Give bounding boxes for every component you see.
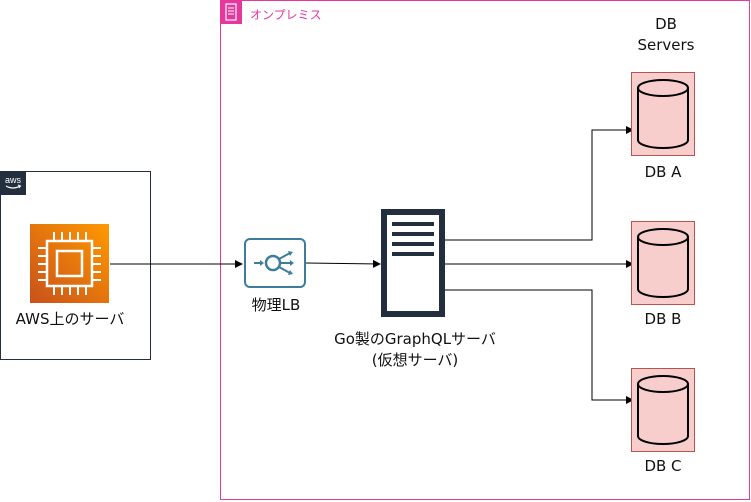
db-b-label: DB B [644,310,682,328]
load-balancer-icon [244,238,306,288]
onprem-group-label: オンプレミス [250,8,322,22]
aws-badge-text: aws [5,175,22,185]
lb-label: 物理LB [251,296,301,314]
server-icon [381,209,445,317]
server-rack-icon [220,0,242,24]
graphql-server-label-line1: Go製のGraphQLサーバ [334,330,496,348]
database-icon [633,370,693,450]
graphql-server-label-line2: (仮想サーバ) [371,351,459,369]
aws-logo-icon: aws [0,171,26,195]
db-servers-title: DB Servers [616,14,716,56]
db-a-label: DB A [644,163,682,181]
db-servers-title-line2: Servers [637,36,695,54]
db-c-label: DB C [644,457,682,475]
database-icon [633,223,693,303]
ec2-instance-icon [30,224,109,303]
aws-group [0,171,151,360]
aws-server-label: AWS上のサーバ [15,310,125,328]
edge-graphql-to-db-c [445,289,634,404]
graphql-server-label: Go製のGraphQLサーバ (仮想サーバ) [300,329,530,371]
database-icon [633,74,693,154]
onprem-group [220,0,750,500]
db-servers-title-line1: DB [655,15,677,33]
edge-lb-to-graphql [305,259,381,268]
edge-graphql-to-db-a [445,126,634,241]
